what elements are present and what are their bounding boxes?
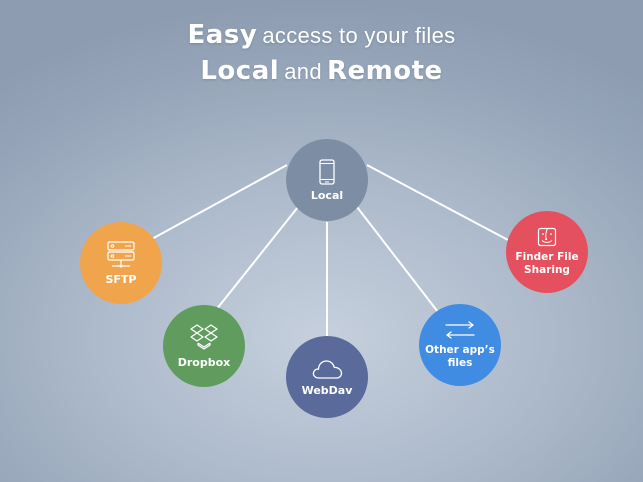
server-icon xyxy=(106,240,136,269)
edge-local-dropbox xyxy=(215,206,299,311)
headline-line-2: Local and Remote xyxy=(0,56,643,86)
node-finder-file-sharing[interactable]: Finder File Sharing xyxy=(506,211,588,293)
node-finder-label: Finder File Sharing xyxy=(515,251,579,276)
edge-local-sftp xyxy=(149,164,288,241)
edge-local-finder xyxy=(366,164,509,241)
transfer-arrows-icon xyxy=(444,320,476,340)
node-dropbox-label: Dropbox xyxy=(177,355,231,369)
dropbox-icon xyxy=(189,323,219,352)
headline-local: Local xyxy=(200,56,280,86)
edge-local-otherapps xyxy=(356,206,439,313)
node-local-label: Local xyxy=(310,188,344,202)
node-other-apps-label: Other app’s files xyxy=(425,344,495,369)
node-webdav[interactable]: WebDav xyxy=(286,336,368,418)
node-sftp-label: SFTP xyxy=(105,272,137,286)
node-dropbox[interactable]: Dropbox xyxy=(163,305,245,387)
cloud-icon xyxy=(311,358,343,380)
phone-icon xyxy=(319,158,335,185)
headline-and: and xyxy=(284,59,322,84)
headline-easy: Easy xyxy=(187,20,258,50)
node-sftp[interactable]: SFTP xyxy=(80,222,162,304)
headline-remote: Remote xyxy=(326,56,443,86)
node-local[interactable]: Local xyxy=(286,139,368,221)
node-other-apps-files[interactable]: Other app’s files xyxy=(419,304,501,386)
finder-icon xyxy=(537,227,557,247)
headline-access-text: access to your files xyxy=(262,23,456,48)
node-webdav-label: WebDav xyxy=(301,383,353,397)
headline-line-1: Easy access to your files xyxy=(0,20,643,50)
